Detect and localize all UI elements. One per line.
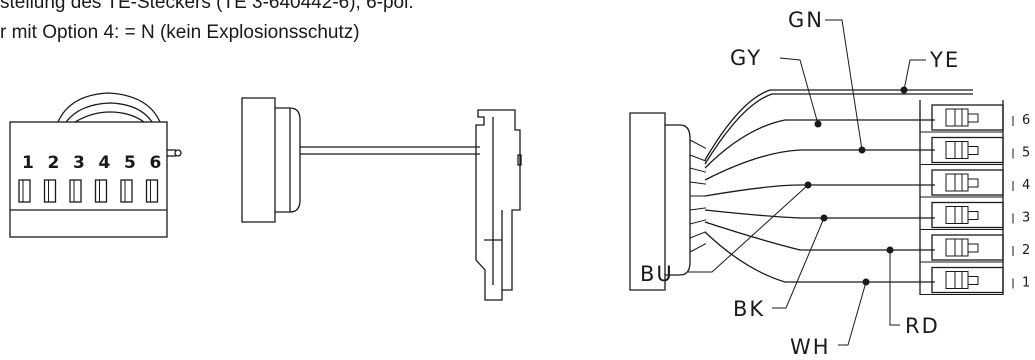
terminal-cell-2 (920, 234, 1004, 263)
terminal-cell-1 (920, 266, 1004, 295)
terminal-number-2: 2 (1022, 243, 1030, 258)
wire-label-gn: GN (788, 8, 824, 32)
wiring-diagram: GY GN YE BU BK RD WH 6 5 4 3 2 1 (629, 8, 1030, 359)
pin-number-3: 3 (73, 153, 85, 173)
terminal-block (919, 100, 1004, 295)
terminal-number-4: 4 (1022, 178, 1030, 193)
connector-side-view (241, 97, 522, 301)
pin-slot-4 (94, 179, 108, 203)
terminal-cell-4 (920, 169, 1004, 198)
pin-slot-6 (145, 179, 159, 203)
terminal-cell-5 (920, 136, 1004, 165)
wire-label-bk: BK (733, 297, 765, 321)
pin-slot-1 (18, 179, 31, 203)
wire-label-rd: RD (905, 314, 940, 338)
wire-ye (704, 89, 973, 161)
terminal-number-5: 5 (1022, 146, 1030, 161)
pin-number-5: 5 (124, 153, 136, 173)
caption-line-1: stellung des TE-Steckers (TE 3-640442-6)… (0, 0, 414, 13)
pin-slot-3 (69, 179, 82, 203)
terminal-number-6: 6 (1022, 113, 1030, 128)
pin-number-2: 2 (48, 153, 60, 173)
pin-number-6: 6 (150, 153, 162, 173)
wire-label-gy: GY (730, 46, 762, 70)
terminal-number-1: 1 (1022, 276, 1030, 291)
pin-slot-5 (120, 179, 133, 203)
pin-slot-2 (43, 179, 57, 203)
terminal-cell-6 (920, 104, 1004, 133)
caption-line-2: r mit Option 4: = N (kein Explosionsschu… (0, 22, 360, 43)
pin-number-4: 4 (99, 153, 111, 173)
wire-label-ye: YE (929, 48, 960, 72)
wire-label-wh: WH (790, 335, 831, 359)
pin-number-1: 1 (22, 153, 34, 173)
wire-label-bu: BU (640, 262, 674, 286)
terminal-number-3: 3 (1022, 211, 1030, 226)
terminal-cell-3 (920, 201, 1004, 230)
